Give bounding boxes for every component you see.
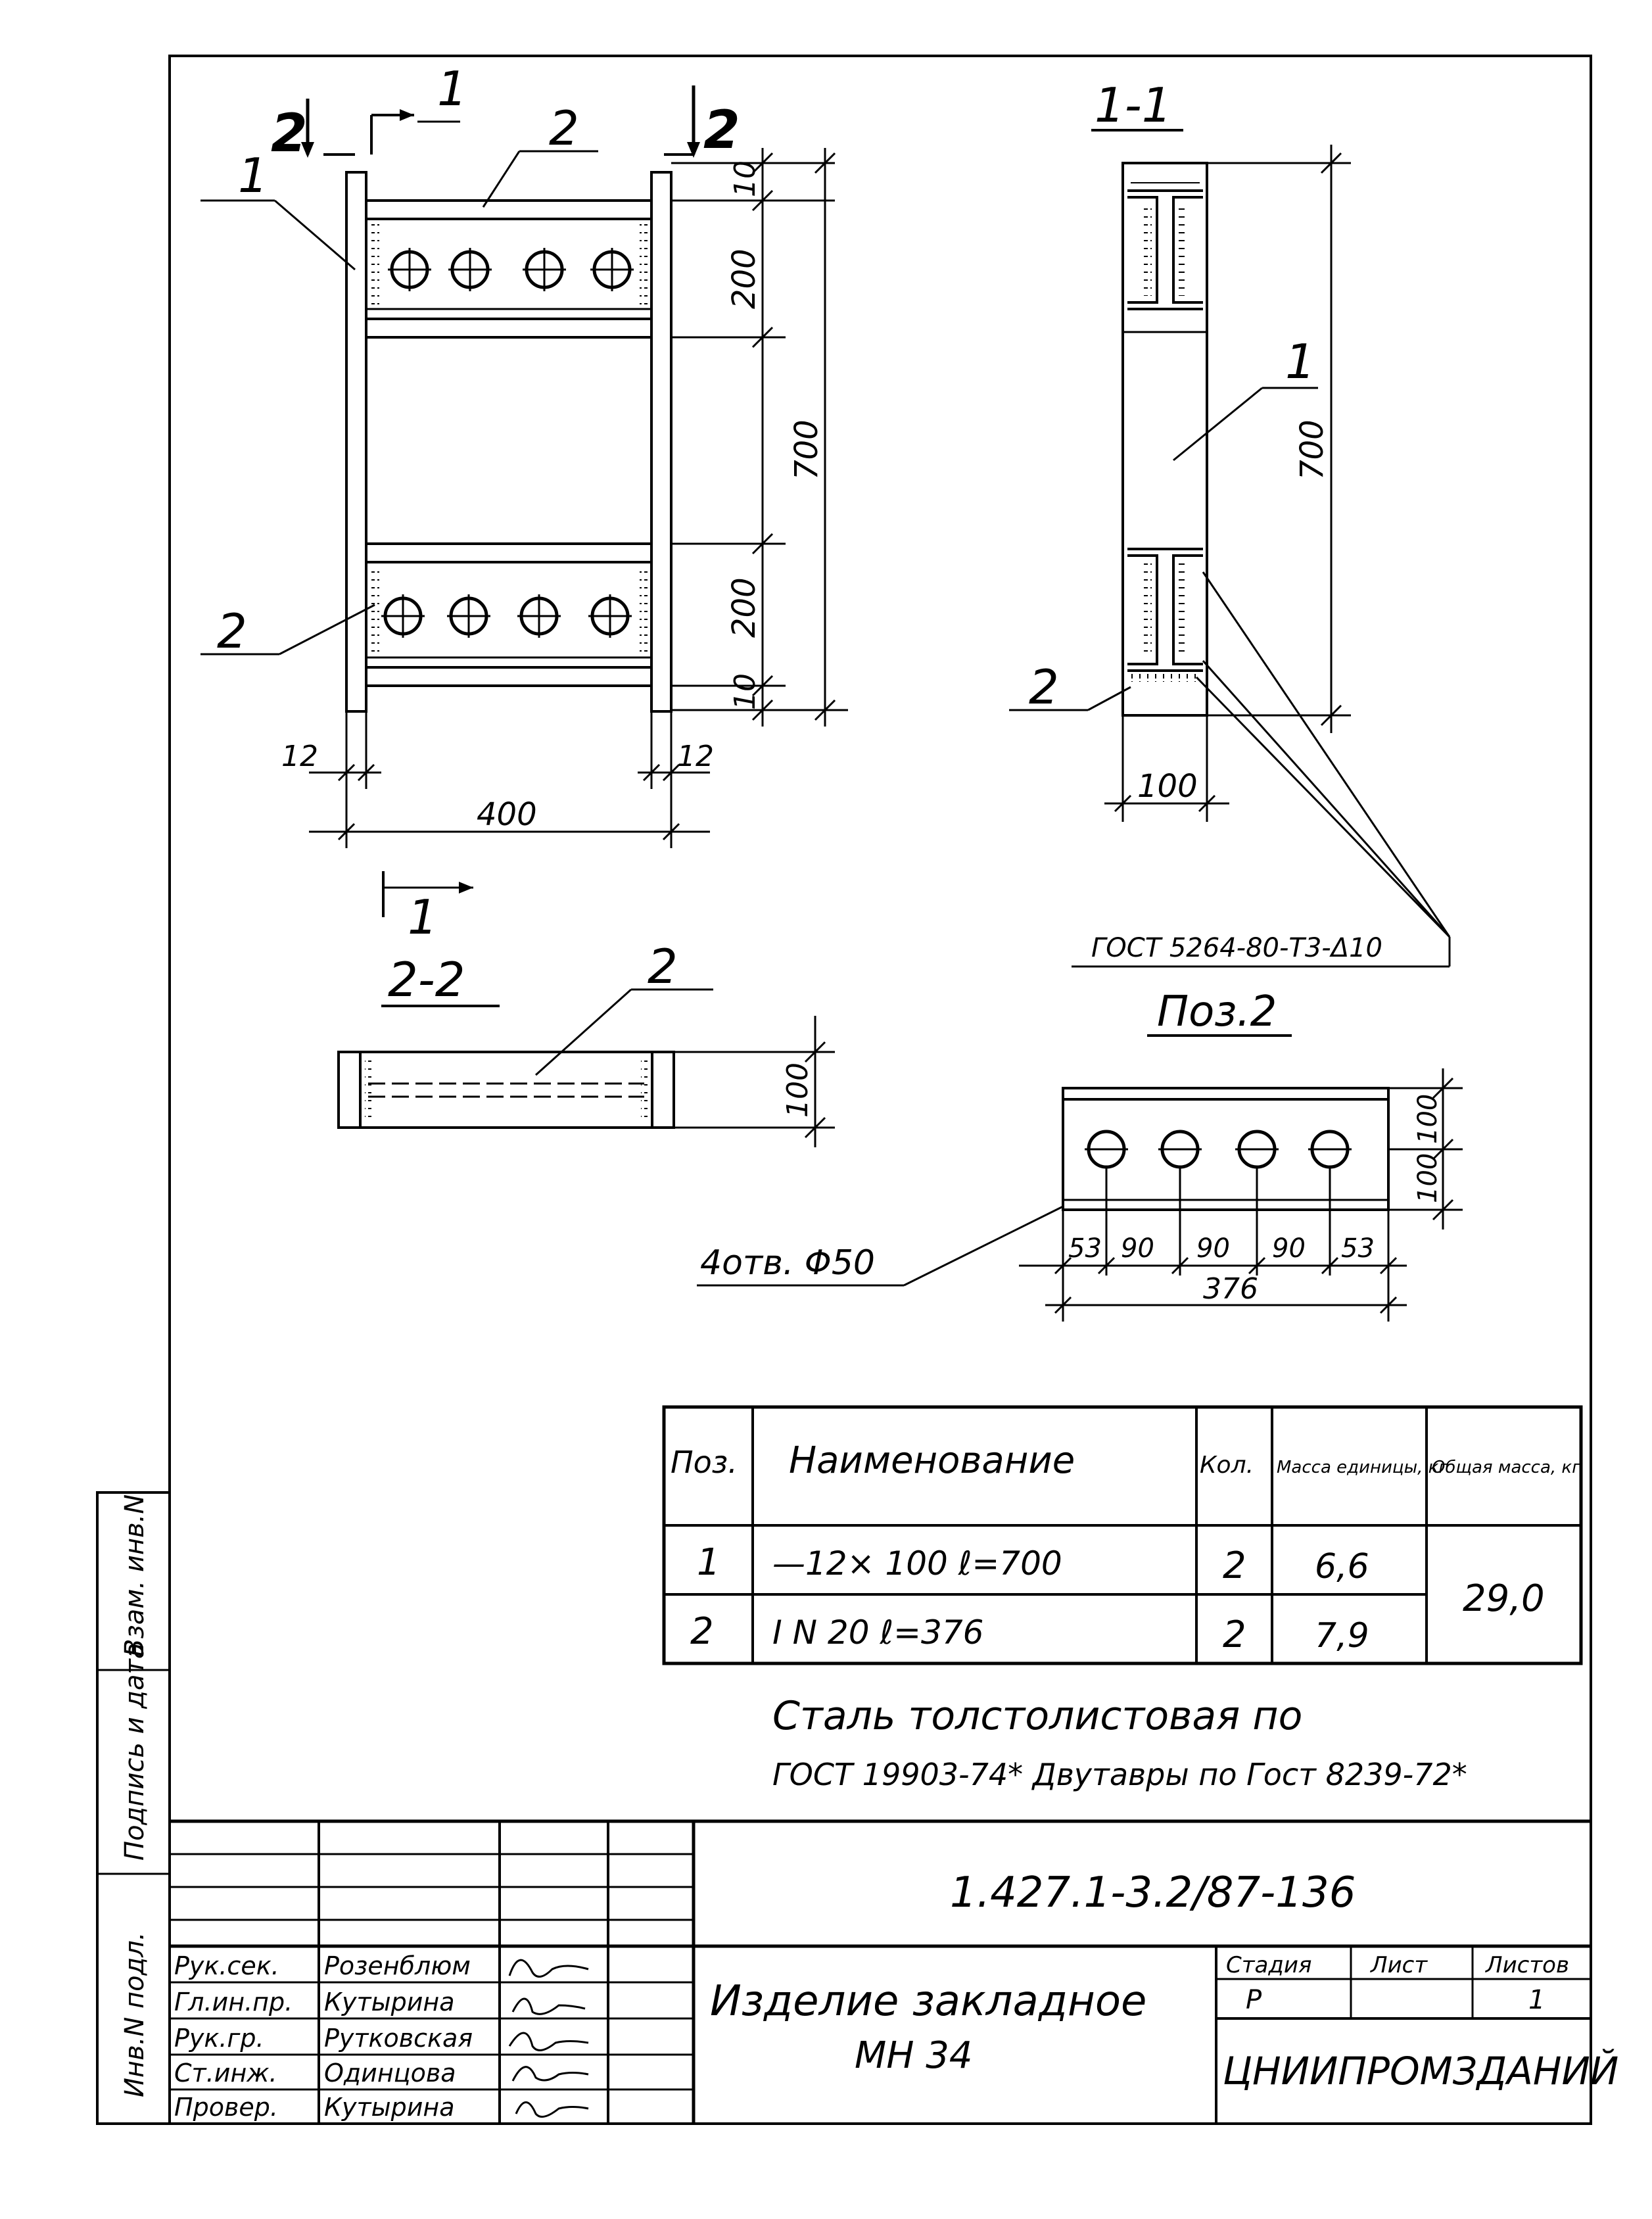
table-header-unit-mass: Масса единицы, кг (1277, 1458, 1448, 1477)
table-row-2-name: I N 20 ℓ=376 (772, 1613, 983, 1652)
table-row-1-name: —12× 100 ℓ=700 (772, 1544, 1062, 1583)
section-1-1-dim-height: 700 (1294, 419, 1331, 480)
table-row-1-qty: 2 (1223, 1544, 1246, 1587)
product-mark: МН 34 (855, 2034, 972, 2077)
section-1-1-view: 1-1 1 2 700 100 (1009, 78, 1451, 968)
table-row-2-unit-mass: 7,9 (1315, 1616, 1369, 1656)
section-1-1-title: 1-1 (1095, 78, 1172, 133)
section-1-1-dim-width: 100 (1137, 768, 1198, 805)
dim-main-top-edge: 10 (728, 160, 762, 197)
pos-2-holes (1085, 1130, 1352, 1169)
main-view-horizontal-dims (309, 711, 710, 848)
pos-2-spacing-1: 53 (1068, 1233, 1102, 1264)
weld-note: ГОСТ 5264-80-Т3-Δ10 (1091, 933, 1382, 963)
side-strip: Инв.N подл. Подпись и дата Взам. инв.N (96, 1491, 171, 2125)
table-row-1-unit-mass: 6,6 (1315, 1547, 1369, 1587)
product-title: Изделие закладное (710, 1977, 1146, 2026)
main-view: 1 2 2 1 2 2 (201, 61, 848, 945)
pos-2-view: Поз.2 (697, 988, 1463, 1322)
section-1-marker-top: 1 (437, 61, 467, 116)
organization: ЦНИИПРОМЗДАНИЙ (1223, 2048, 1618, 2093)
pos-2-dim-right-upper: 100 (1413, 1094, 1443, 1144)
top-holes (388, 248, 634, 291)
holes-note: 4отв. Φ50 (700, 1243, 875, 1283)
callout-1-main: 1 (238, 148, 268, 203)
sheets-value: 1 (1528, 1985, 1545, 2015)
dim-main-top-plate: 200 (726, 249, 763, 309)
pos-2-spacing-2: 90 (1121, 1233, 1154, 1264)
name-5: Кутырина (324, 2093, 455, 2122)
callout-2-main-top: 2 (549, 101, 579, 156)
section-1-marker-bottom: 1 (408, 890, 438, 945)
dim-main-bottom-plate: 200 (726, 577, 763, 638)
dim-main-total-height: 700 (788, 419, 825, 480)
section-2-2-callout: 2 (648, 939, 678, 994)
pos-2-total-width: 376 (1203, 1272, 1258, 1306)
role-1: Рук.сек. (174, 1951, 279, 1980)
pos-2-spacing-4: 90 (1272, 1233, 1306, 1264)
role-3: Рук.гр. (174, 2024, 264, 2053)
section-1-1-callout-1: 1 (1285, 334, 1315, 389)
table-row-2-pos: 2 (690, 1610, 714, 1653)
dim-main-left-wall: 12 (281, 740, 318, 773)
sheets-label: Листов (1484, 1952, 1569, 1978)
section-2-2-view: 2-2 2 100 (337, 939, 835, 1147)
table-header-pos: Поз. (671, 1444, 738, 1480)
section-2-2-title: 2-2 (388, 952, 465, 1007)
stage-value: Р (1246, 1985, 1262, 2015)
role-4: Ст.инж. (174, 2059, 277, 2088)
table-total-mass: 29,0 (1463, 1577, 1545, 1620)
spec-table: Поз. Наименование Кол. Масса единицы, кг… (662, 1405, 1583, 1665)
section-2-marker-right: 2 (703, 99, 740, 160)
pos-2-spacing-3: 90 (1196, 1233, 1230, 1264)
doc-code: 1.427.1-3.2/87-136 (950, 1869, 1356, 1917)
pos-2-title: Поз.2 (1157, 988, 1277, 1036)
name-3: Рутковская (324, 2024, 473, 2053)
stage-label: Стадия (1226, 1952, 1311, 1978)
signatures (508, 1959, 589, 2118)
pos-2-spacing-5: 53 (1341, 1233, 1375, 1264)
sheet-frame (168, 55, 1592, 2125)
role-5: Провер. (174, 2093, 278, 2122)
section-2-2-dim-height: 100 (781, 1062, 814, 1118)
bottom-holes (381, 594, 632, 638)
side-label-inv-orig: Инв.N подл. (120, 1932, 150, 2097)
table-row-2-qty: 2 (1223, 1613, 1246, 1656)
dim-main-right-wall: 12 (677, 740, 714, 773)
table-header-name: Наименование (789, 1439, 1075, 1482)
sheet-label: Лист (1369, 1952, 1428, 1978)
name-4: Одинцова (324, 2059, 456, 2088)
table-row-1-pos: 1 (697, 1541, 720, 1584)
side-label-sign-date: Подпись и дата (120, 1643, 150, 1861)
dim-main-bottom-edge: 10 (728, 673, 762, 710)
table-header-qty: Кол. (1200, 1452, 1254, 1479)
section-1-1-callout-2: 2 (1029, 659, 1059, 715)
role-2: Гл.ин.пр. (174, 1988, 293, 2016)
table-header-total-mass: Общая масса, кг (1432, 1458, 1581, 1477)
note-line-1: Сталь толстолистовая по (772, 1693, 1302, 1739)
main-view-vertical-dims (671, 148, 848, 727)
pos-2-dim-right-lower: 100 (1413, 1153, 1443, 1203)
side-label-replace-inv: Взам. инв.N (120, 1494, 150, 1657)
section-2-marker-left: 2 (271, 103, 308, 164)
title-block: 1.427.1-3.2/87-136 Рук.сек. Гл.ин.пр. Ру… (170, 1819, 1618, 2124)
note-line-2: ГОСТ 19903-74* Двутавры по Гост 8239-72* (772, 1757, 1467, 1792)
callout-2-main-bottom: 2 (217, 604, 247, 659)
name-1: Розенблюм (324, 1951, 471, 1980)
dim-main-total-width: 400 (477, 796, 537, 833)
name-2: Кутырина (324, 1988, 455, 2016)
